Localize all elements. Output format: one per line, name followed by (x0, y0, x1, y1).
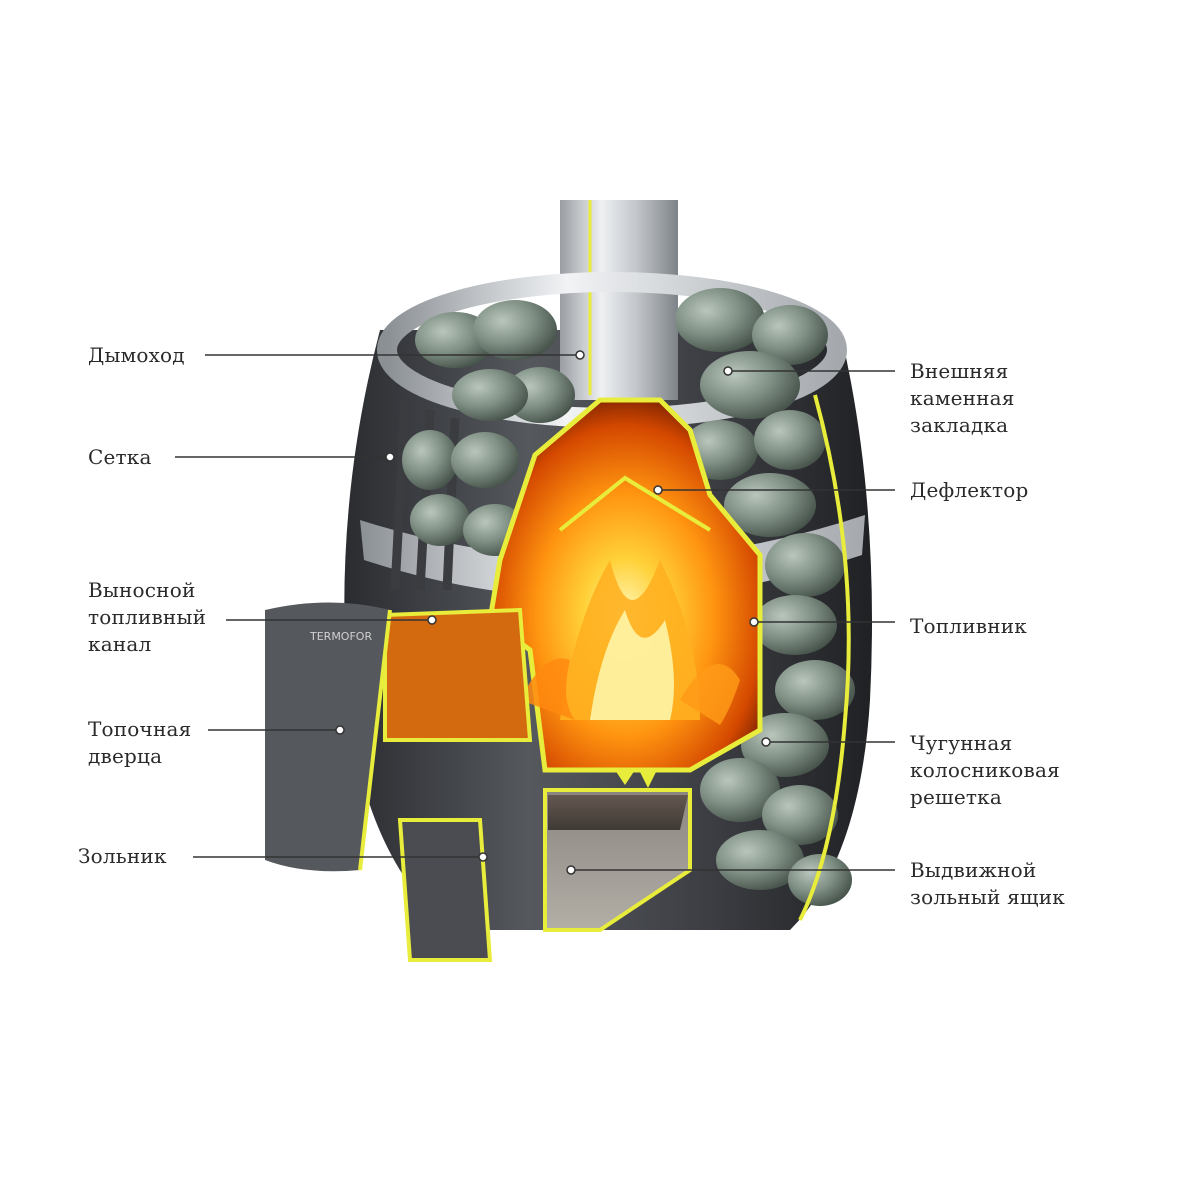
label-fuel-channel-line-1: Выносной (88, 578, 196, 602)
brand-mark: TERMOFOR (309, 630, 372, 643)
label-grate-line-2: колосниковая (910, 758, 1060, 782)
label-firebox: Топливник (910, 613, 1027, 640)
label-door: Топочная дверца (88, 716, 191, 770)
label-stones-line-2: каменная (910, 386, 1015, 410)
label-door-line-1: Топочная (88, 717, 192, 741)
label-chimney: Дымоход (88, 342, 185, 369)
label-grate: Чугунная колосниковая решетка (910, 730, 1060, 811)
leader-dots (335, 350, 771, 875)
label-stones-line-1: Внешняя (910, 359, 1009, 383)
chimney-pipe (560, 200, 678, 400)
label-ash-box-line-1: Выдвижной (910, 858, 1037, 882)
flames (520, 560, 740, 725)
leader-lines (175, 354, 895, 871)
label-firebox-line-1: Топливник (910, 614, 1027, 638)
fuel-channel (383, 607, 533, 742)
ash-box-inner (548, 795, 688, 830)
label-stones: Внешняя каменная закладка (910, 358, 1015, 439)
label-deflector: Дефлектор (910, 477, 1029, 504)
deflector-plate (558, 475, 712, 532)
label-ash-pit-line-1: Зольник (78, 844, 167, 868)
label-deflector-line-1: Дефлектор (910, 478, 1029, 502)
label-fuel-channel-line-2: топливный (88, 605, 207, 629)
label-mesh-line-1: Сетка (88, 445, 152, 469)
label-ash-pit: Зольник (78, 843, 167, 870)
label-fuel-channel: Выносной топливный канал (88, 577, 206, 658)
stones-left (402, 300, 575, 556)
label-fuel-channel-line-3: канал (88, 632, 152, 656)
ash-pit (397, 818, 493, 962)
label-door-line-2: дверца (88, 744, 163, 768)
grate (615, 770, 656, 788)
stove-illustration: TERMOFOR (265, 200, 872, 962)
label-mesh: Сетка (88, 444, 152, 471)
shell-cut-edge (798, 394, 851, 921)
label-grate-line-1: Чугунная (910, 731, 1013, 755)
label-ash-box-line-2: зольный ящик (910, 885, 1065, 909)
label-ash-box: Выдвижной зольный ящик (910, 857, 1065, 911)
firebox-door: TERMOFOR (265, 602, 392, 872)
label-stones-line-3: закладка (910, 413, 1009, 437)
label-grate-line-3: решетка (910, 785, 1002, 809)
label-chimney-line-1: Дымоход (88, 343, 185, 367)
